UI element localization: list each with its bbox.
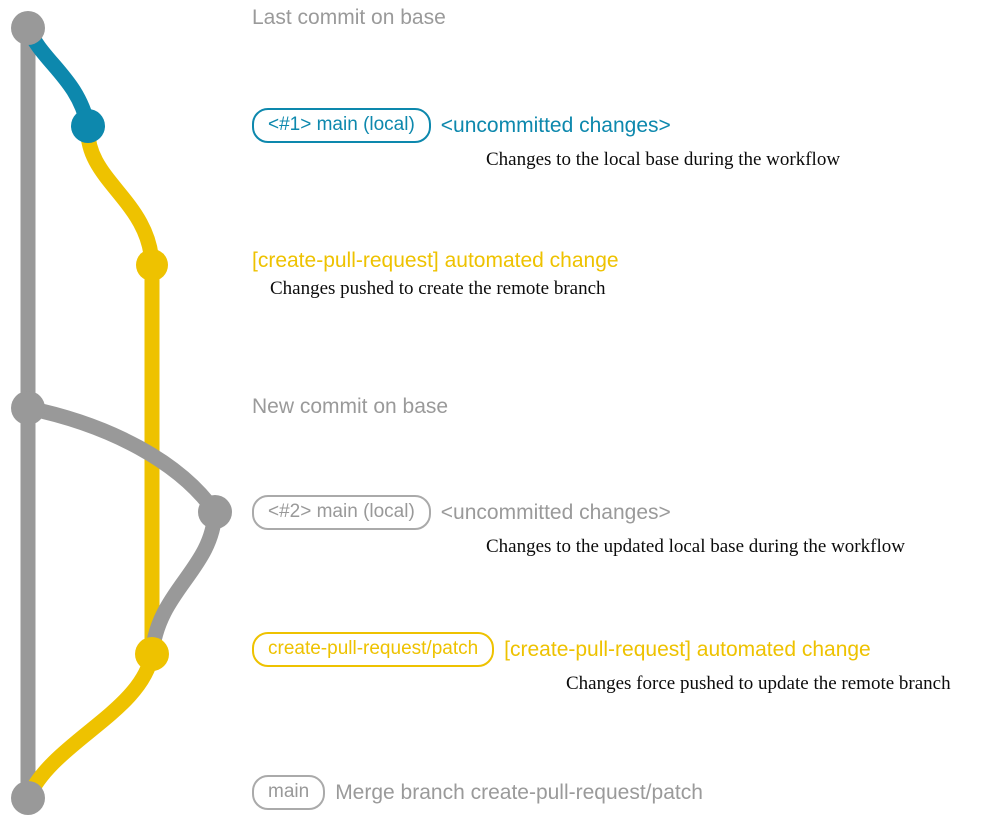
commit-node-main-local-1[interactable]: [71, 109, 105, 143]
commit-row-head: Last commit on base: [252, 6, 446, 29]
commit-subtext: Changes to the local base during the wor…: [486, 148, 841, 170]
branch-pill-create-pull-request-patch[interactable]: create-pull-request/patch: [252, 632, 495, 667]
commit-row-main-local-2: <#2> main (local) <uncommitted changes> …: [252, 495, 905, 558]
commit-headline: <uncommitted changes>: [440, 500, 671, 524]
edge-patch-to-merge: [20, 646, 160, 806]
commit-headline: New commit on base: [252, 395, 449, 418]
commit-row-automated-change-1: [create-pull-request] automated change C…: [252, 249, 619, 300]
edge-local-1-to-automated-1: [80, 118, 160, 273]
commit-row-head: <#1> main (local) <uncommitted changes>: [252, 108, 840, 143]
commit-row-head: main Merge branch create-pull-request/pa…: [252, 775, 703, 810]
commit-node-patch-commit[interactable]: [135, 637, 169, 671]
commit-subtext: Changes to the updated local base during…: [486, 535, 905, 557]
commit-row-head: [create-pull-request] automated change: [252, 249, 619, 272]
branch-pill-main-local-2[interactable]: <#2> main (local): [252, 495, 431, 530]
commit-node-automated-change-1[interactable]: [136, 249, 168, 281]
branch-pill-main-local-1[interactable]: <#1> main (local): [252, 108, 431, 143]
edge-new-commit-to-local-2: [20, 400, 223, 520]
commit-row-last-commit: Last commit on base: [252, 6, 446, 29]
commit-subtext: Changes force pushed to update the remot…: [566, 672, 951, 694]
commit-row-new-commit: New commit on base: [252, 395, 448, 418]
commit-headline: [create-pull-request] automated change: [504, 637, 871, 661]
commit-node-last-commit-on-base[interactable]: [11, 11, 45, 45]
commit-node-main-local-2[interactable]: [198, 495, 232, 529]
commit-row-head: New commit on base: [252, 395, 448, 418]
commit-row-head: <#2> main (local) <uncommitted changes>: [252, 495, 905, 530]
commit-node-merge-commit[interactable]: [11, 781, 45, 815]
commit-row-merge: main Merge branch create-pull-request/pa…: [252, 775, 703, 810]
commit-headline: Merge branch create-pull-request/patch: [335, 780, 703, 804]
edge-local-2-to-patch: [144, 504, 223, 662]
commit-row-patch: create-pull-request/patch [create-pull-r…: [252, 632, 951, 695]
commit-headline: [create-pull-request] automated change: [252, 249, 619, 272]
commit-headline: <uncommitted changes>: [440, 113, 671, 137]
commit-node-new-commit-on-base[interactable]: [11, 391, 45, 425]
commit-row-head: create-pull-request/patch [create-pull-r…: [252, 632, 951, 667]
commit-headline: Last commit on base: [252, 6, 446, 29]
commit-subtext: Changes pushed to create the remote bran…: [270, 278, 606, 300]
branch-pill-main[interactable]: main: [252, 775, 326, 810]
commit-row-main-local-1: <#1> main (local) <uncommitted changes> …: [252, 108, 840, 171]
